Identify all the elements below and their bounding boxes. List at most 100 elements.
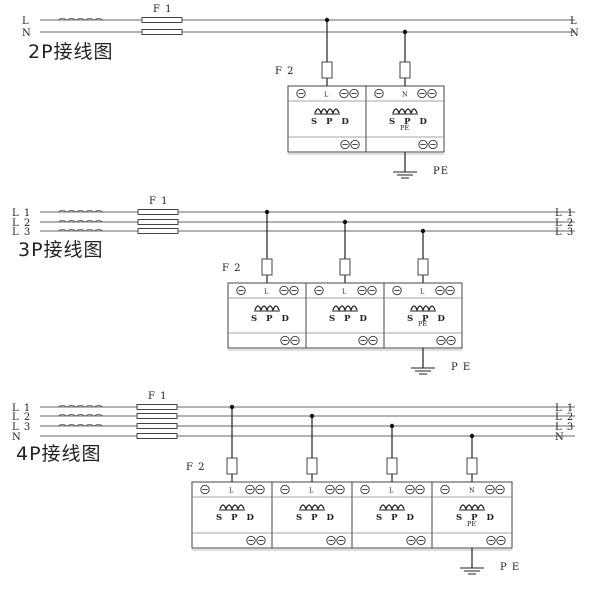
terminal-label: L — [264, 288, 269, 296]
line-label-left: L 3 — [12, 422, 31, 433]
line-label-left: L 2 — [12, 218, 31, 229]
terminal-screw-icon — [446, 335, 456, 346]
terminal-screw-icon — [339, 88, 349, 99]
line-label-left: L 1 — [12, 403, 31, 414]
terminal-screw-icon — [279, 285, 289, 296]
diagram-title: 2P接线图 — [28, 41, 114, 63]
spd-logo-icon — [392, 108, 418, 115]
inductance-symbol — [57, 229, 104, 232]
terminal-label: L — [420, 288, 425, 296]
line-label-right: L 1 — [555, 403, 574, 414]
spd-logo-icon — [314, 108, 340, 115]
terminal-screw-icon — [255, 484, 265, 495]
line-label-left: N — [12, 432, 22, 443]
junction-dot — [469, 433, 475, 439]
terminal-screw-icon — [325, 484, 335, 495]
line-label-left: N — [22, 28, 32, 39]
pe-terminal-label: PE — [418, 320, 427, 328]
terminal-screw-icon — [357, 285, 367, 296]
terminal-screw-icon — [360, 484, 370, 495]
line-1: L 1 L 1 — [12, 403, 575, 414]
terminal-screw-icon — [435, 285, 445, 296]
ground-icon — [460, 567, 484, 575]
terminal-screw-icon — [200, 484, 210, 495]
spd-brand-label: S P D — [407, 314, 448, 324]
terminal-screw-icon — [349, 88, 359, 99]
terminal-screw-icon — [350, 139, 360, 150]
spd-module-1: L S P D — [227, 209, 307, 349]
terminal-screw-icon — [358, 335, 368, 346]
terminal-screw-icon — [445, 285, 455, 296]
branch-fuse — [321, 61, 333, 79]
spd-module-3: L S P DPE — [383, 228, 463, 349]
terminal-screw-icon — [256, 535, 266, 546]
main-fuse — [136, 423, 178, 429]
terminal-screw-icon — [289, 285, 299, 296]
terminal-label: L — [229, 487, 234, 495]
terminal-screw-icon — [336, 535, 346, 546]
terminal-screw-icon — [485, 484, 495, 495]
fuse-label-f1: F 1 — [153, 4, 172, 15]
terminal-screw-icon — [418, 139, 428, 150]
spd-brand-label: S P D — [376, 513, 417, 523]
inductance-symbol — [57, 220, 104, 223]
terminal-screw-icon — [368, 335, 378, 346]
spd-module-4: NS P DPE — [431, 433, 513, 549]
junction-dot — [389, 423, 395, 429]
line-label-left: L 2 — [12, 412, 31, 423]
spd-brand-label: S P D — [216, 513, 257, 523]
spd-module-2: NS P DPE — [365, 29, 445, 153]
terminal-label: L — [309, 487, 314, 495]
line-3: L 3 L 3 — [12, 422, 575, 433]
junction-dot — [264, 209, 270, 215]
spd-logo-icon — [299, 504, 325, 511]
diagram-title: 3P接线图 — [18, 239, 104, 261]
line-label-right: L 2 — [555, 218, 574, 229]
fuse-label-f1: F 1 — [149, 196, 168, 207]
terminal-screw-icon — [417, 88, 427, 99]
spd-logo-icon — [459, 504, 485, 511]
spd-module-3: LS P D — [351, 423, 433, 549]
fuse-label-f2: F 2 — [186, 462, 205, 473]
pe-terminal-label: PE — [467, 520, 476, 528]
spd-brand-label: S P D — [296, 513, 337, 523]
junction-dot — [309, 413, 315, 419]
line-label-right: L 3 — [555, 422, 574, 433]
spd-logo-icon — [379, 504, 405, 511]
branch-fuse — [386, 457, 398, 475]
terminal-screw-icon — [340, 139, 350, 150]
fuse-label-f2: F 2 — [222, 263, 241, 274]
terminal-screw-icon — [406, 535, 416, 546]
terminal-screw-icon — [440, 484, 450, 495]
junction-dot — [420, 228, 426, 234]
terminal-screw-icon — [280, 335, 290, 346]
ground-icon — [411, 367, 435, 375]
diagram-title: 4P接线图 — [16, 443, 102, 465]
branch-fuse — [226, 457, 238, 475]
terminal-screw-icon — [415, 484, 425, 495]
spd-logo-icon — [219, 504, 245, 511]
junction-dot — [324, 17, 330, 23]
inductance-symbol — [57, 424, 104, 427]
branch-fuse — [306, 457, 318, 475]
junction-dot — [229, 404, 235, 410]
terminal-screw-icon — [314, 285, 324, 296]
terminal-screw-icon — [245, 484, 255, 495]
line-label-right: L — [570, 16, 578, 27]
terminal-screw-icon — [496, 535, 506, 546]
spd-brand-label: S P D — [251, 314, 292, 324]
spd-brand-label: S P D — [311, 117, 352, 127]
spd-module-1: L S P D — [191, 404, 273, 549]
terminal-screw-icon — [428, 139, 438, 150]
branch-fuse — [399, 61, 411, 79]
fuse-label-f1: F 1 — [148, 391, 167, 402]
main-fuse — [137, 228, 179, 234]
terminal-screw-icon — [246, 535, 256, 546]
ground-label: P E — [451, 362, 471, 373]
terminal-screw-icon — [296, 88, 306, 99]
main-fuse — [141, 17, 183, 23]
